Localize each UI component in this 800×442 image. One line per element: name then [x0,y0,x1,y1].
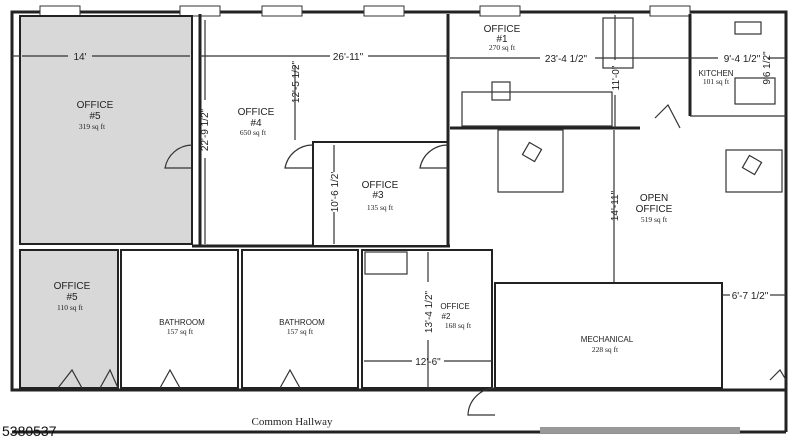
room-number: #5 [66,292,78,303]
dimension-lines [12,15,786,388]
dimension-label: 9'-4 1/2" [724,54,761,65]
dimension-label: 9'6 1/2" [762,51,773,85]
dimension-label: 12'-5 1/2" [291,60,302,103]
room-label: MECHANICAL [581,335,634,344]
room-label: OFFICE [238,107,275,118]
dimension-label: 23'-4 1/2" [545,54,588,65]
room-label: OPEN [640,193,668,204]
room-bathroom-2 [241,249,359,389]
dimension-label: 26'-11" [333,52,364,63]
room-number: #3 [372,190,384,201]
dimension-label: 22'-9 1/2" [200,108,211,151]
furniture-cabinet [602,17,634,69]
kitchen-table [734,77,776,105]
dimension-label: 6'-7 1/2" [732,291,769,302]
room-office-2 [361,249,493,389]
room-label: OFFICE [54,281,91,292]
room-area: 168 sq ft [445,321,472,330]
dimension-label: 13'-4 1/2" [424,290,435,333]
room-area: 319 sq ft [79,122,106,131]
furniture-desk [461,91,613,127]
room-office-5-top [19,15,193,245]
dimension-label: 10'-6 1/2' [330,172,341,213]
room-number: #5 [89,111,101,122]
room-area: 101 sq ft [703,77,730,86]
room-label: KITCHEN [698,69,733,78]
chair-icon [741,154,763,176]
room-area: 135 sq ft [367,203,394,212]
room-mechanical [494,282,723,389]
room-number: #4 [250,118,262,129]
room-area: 270 sq ft [489,43,516,52]
listing-id: 5380537 [2,423,57,439]
chair-icon [521,141,543,163]
room-area: 110 sq ft [57,303,84,312]
room-area: 519 sq ft [641,215,668,224]
room-number: #2 [442,312,451,321]
windows [39,5,691,17]
room-office-5-bottom [19,249,119,389]
workstation [497,129,564,193]
room-area: 157 sq ft [167,327,194,336]
room-office-3 [312,141,449,247]
dimension-label: 14' [73,52,86,63]
room-label: OFFICE [484,24,521,35]
dimension-label: 12'-6" [415,357,441,368]
furniture-cabinet [364,251,408,275]
chair-icon [491,81,511,101]
door-swings [57,103,787,416]
sink-icon [734,21,762,35]
dimension-label: 14'-11" [610,190,621,221]
room-number: #1 [496,34,508,45]
hallway-label: Common Hallway [252,416,333,428]
room-area: 228 sq ft [592,345,619,354]
room-label: BATHROOM [279,318,325,327]
room-area: 650 sq ft [240,128,267,137]
room-label: OFFICE [440,302,469,311]
dimension-label: 11'-0" [611,65,622,90]
room-label: OFFICE [362,180,399,191]
room-label: OFFICE [636,204,673,215]
room-label: OFFICE [77,100,114,111]
room-label: BATHROOM [159,318,205,327]
workstation [725,149,783,193]
room-area: 157 sq ft [287,327,314,336]
hallway-window-strip [540,427,740,433]
